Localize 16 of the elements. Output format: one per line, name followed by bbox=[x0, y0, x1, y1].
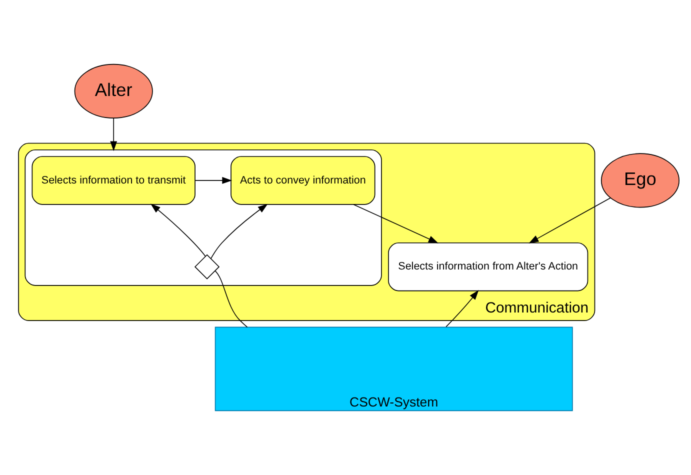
node-ellipse: Ego bbox=[600, 153, 680, 208]
cluster bbox=[24, 149, 382, 286]
node-ellipse: Alter bbox=[74, 64, 153, 118]
node-box: CSCW-System bbox=[214, 326, 573, 412]
node-box: Acts to convey information bbox=[230, 156, 376, 205]
node-box: Selects information from Alter's Action bbox=[388, 242, 588, 292]
arrow bbox=[353, 204, 438, 244]
node-box: Selects information to transmit bbox=[32, 156, 196, 205]
arrow bbox=[194, 176, 232, 184]
arrow bbox=[150, 204, 206, 257]
arrow bbox=[110, 118, 118, 152]
arrow bbox=[446, 290, 479, 328]
connector bbox=[214, 270, 248, 328]
arrow bbox=[210, 204, 268, 260]
arrow bbox=[528, 197, 611, 244]
node-diamond bbox=[194, 254, 220, 280]
